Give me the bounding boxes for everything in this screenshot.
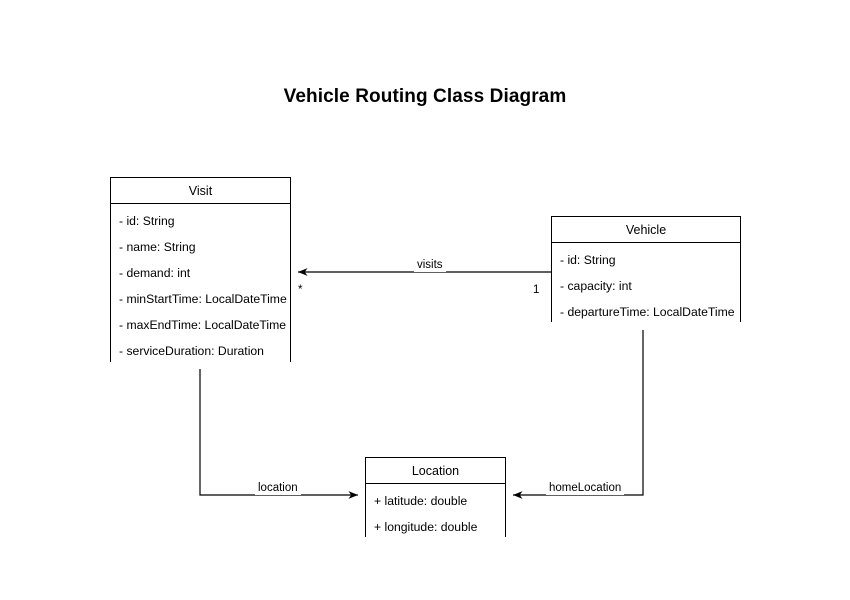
edge-label-visits: visits — [414, 259, 446, 272]
class-attribute: - demand: int — [119, 266, 191, 280]
class-box-vehicle[interactable]: Vehicle - id: String - capacity: int - d… — [551, 216, 741, 330]
class-attribute: - departureTime: LocalDateTime — [560, 305, 735, 319]
edge-label-home-location: homeLocation — [546, 482, 625, 495]
class-attribute: - minStartTime: LocalDateTime — [119, 292, 287, 306]
class-attribute: - id: String — [560, 253, 616, 267]
class-name-visit: Visit — [111, 178, 290, 204]
class-attributes-location: + latitude: double + longitude: double — [366, 484, 505, 545]
class-attribute: + longitude: double — [374, 520, 478, 534]
class-attribute: - serviceDuration: Duration — [119, 344, 264, 358]
class-attributes-visit: - id: String - name: String - demand: in… — [111, 204, 290, 369]
class-attribute: - id: String — [119, 214, 175, 228]
class-attributes-vehicle: - id: String - capacity: int - departure… — [552, 243, 740, 330]
class-box-location[interactable]: Location + latitude: double + longitude:… — [365, 457, 506, 545]
class-box-visit[interactable]: Visit - id: String - name: String - dema… — [110, 177, 291, 369]
edge-home-location — [513, 322, 644, 499]
class-name-location: Location — [366, 458, 505, 484]
class-attribute: - maxEndTime: LocalDateTime — [119, 318, 287, 332]
edge-label-location: location — [255, 482, 301, 495]
edge-location — [199, 362, 358, 499]
page-title: Vehicle Routing Class Diagram — [283, 86, 567, 107]
class-name-vehicle: Vehicle — [552, 217, 740, 243]
class-attribute: - capacity: int — [560, 279, 632, 293]
class-attribute: + latitude: double — [374, 494, 468, 508]
multiplicity-visits-source: 1 — [533, 284, 540, 296]
multiplicity-visits-target: * — [298, 284, 303, 296]
class-attribute: - name: String — [119, 240, 196, 254]
